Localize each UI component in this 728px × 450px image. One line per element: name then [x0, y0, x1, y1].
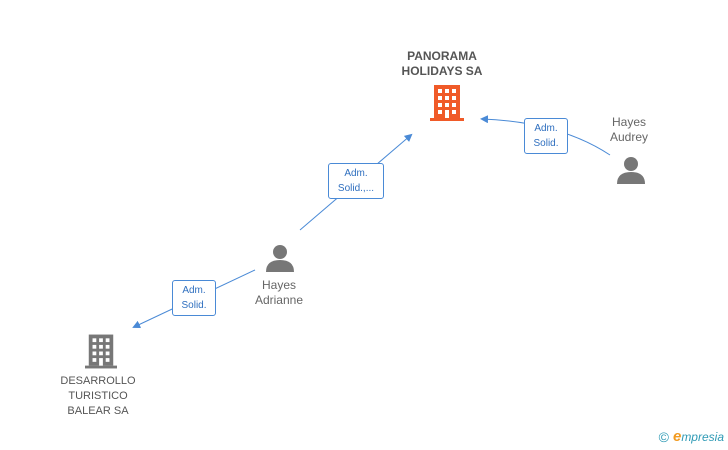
building-icon-panorama[interactable]: [430, 85, 464, 121]
company-desarrollo-label[interactable]: DESARROLLO TURISTICO BALEAR SA: [48, 374, 148, 419]
edge-label-adrianne-panorama[interactable]: Adm. Solid.,...: [328, 163, 384, 199]
empresia-logo-text: mpresia: [681, 430, 724, 444]
company-panorama-name-line2: HOLIDAYS SA: [401, 64, 483, 78]
company-panorama-label[interactable]: PANORAMA HOLIDAYS SA: [392, 49, 492, 79]
person-icon-audrey[interactable]: [616, 155, 646, 185]
edge-label-audrey-panorama-line1: Adm.: [534, 123, 558, 134]
edge-label-adrianne-panorama-line1: Adm.: [344, 168, 368, 179]
edge-label-audrey-panorama[interactable]: Adm. Solid.: [524, 118, 568, 154]
person-adrianne-name-line2: Adrianne: [254, 293, 304, 307]
person-icon-adrianne[interactable]: [265, 243, 295, 273]
empresia-watermark: © empresia: [659, 428, 724, 445]
company-panorama-name-line1: PANORAMA: [407, 49, 477, 63]
person-audrey-name-line1: Hayes: [611, 115, 646, 129]
company-desarrollo-name-line3: BALEAR SA: [67, 405, 129, 417]
empresia-logo: empresia: [673, 428, 724, 445]
company-desarrollo-name-line2: TURISTICO: [68, 390, 128, 402]
person-audrey-name-line2: Audrey: [609, 130, 649, 144]
building-icon-desarrollo[interactable]: [85, 334, 117, 369]
copyright-symbol: ©: [658, 428, 669, 445]
edge-label-adrianne-desarrollo-line1: Adm.: [182, 285, 206, 296]
edge-label-audrey-panorama-line2: Solid.: [533, 138, 559, 149]
person-adrianne-name-line1: Hayes: [261, 278, 296, 292]
person-audrey-label[interactable]: Hayes Audrey: [598, 115, 660, 145]
person-adrianne-label[interactable]: Hayes Adrianne: [244, 278, 314, 308]
empresia-logo-e: e: [672, 428, 682, 445]
edge-label-adrianne-desarrollo-line2: Solid.: [181, 300, 207, 311]
edge-label-adrianne-panorama-line2: Solid.,...: [337, 183, 375, 194]
edge-label-adrianne-desarrollo[interactable]: Adm. Solid.: [172, 280, 216, 316]
company-desarrollo-name-line1: DESARROLLO: [60, 375, 136, 387]
